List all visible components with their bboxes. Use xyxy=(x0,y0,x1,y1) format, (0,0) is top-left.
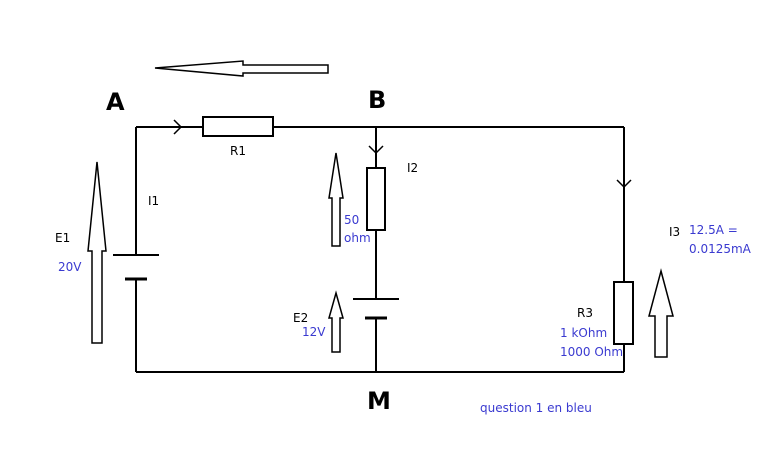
resistor-r3 xyxy=(613,281,634,345)
r3-value-line2: 1000 Ohm xyxy=(560,345,623,359)
arrow-left-icon xyxy=(154,60,329,77)
arrow-e2-voltage-icon xyxy=(328,290,344,353)
e2-label: E2 xyxy=(293,311,308,325)
current-arrow-i3-icon xyxy=(616,179,632,189)
arrow-r3-voltage-icon xyxy=(648,268,674,358)
r3-value-line1: 1 kOhm xyxy=(560,326,607,340)
i3-value-line2: 0.0125mA xyxy=(689,242,752,256)
arrow-e1-voltage-icon xyxy=(87,161,107,344)
r1-label: R1 xyxy=(230,144,246,158)
i1-label: I1 xyxy=(148,194,159,208)
r3-label: R3 xyxy=(577,306,593,320)
e1-label: E1 xyxy=(55,231,70,245)
i2-label: I2 xyxy=(407,161,418,175)
node-m-label: M xyxy=(367,387,391,415)
r2-value-line2: ohm xyxy=(344,231,371,245)
question-note: question 1 en bleu xyxy=(480,401,592,415)
resistor-r1 xyxy=(202,116,274,137)
arrow-r2-voltage-icon xyxy=(328,152,344,247)
node-b-label: B xyxy=(368,86,386,114)
current-arrow-i1-icon xyxy=(173,119,183,135)
r2-value-line1: 50 xyxy=(344,213,359,227)
resistor-r2 xyxy=(366,167,386,231)
node-a-label: A xyxy=(106,88,125,116)
current-arrow-i2-icon xyxy=(368,145,384,155)
e2-value: 12V xyxy=(302,325,326,339)
i3-label: I3 xyxy=(669,225,680,239)
e1-value: 20V xyxy=(58,260,82,274)
i3-value-line1: 12.5A = xyxy=(689,223,738,237)
